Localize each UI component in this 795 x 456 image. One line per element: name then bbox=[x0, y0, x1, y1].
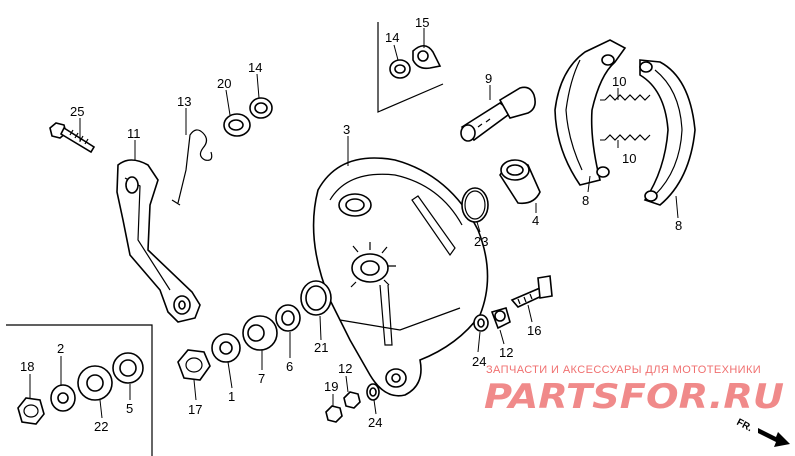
nut-12-lower bbox=[343, 391, 361, 409]
nut-17 bbox=[177, 349, 211, 381]
washer-20 bbox=[223, 113, 251, 137]
seal-14 bbox=[249, 97, 273, 119]
collar-5 bbox=[112, 352, 144, 384]
washer-24-right bbox=[473, 314, 489, 332]
cap-nut-18 bbox=[17, 397, 45, 425]
indicator-15 bbox=[412, 44, 442, 70]
label-4: 4 bbox=[532, 213, 539, 228]
seal-22 bbox=[77, 365, 113, 401]
washer-24-lower bbox=[366, 383, 380, 401]
label-10b: 10 bbox=[622, 151, 636, 166]
arrow-icon bbox=[758, 428, 790, 447]
washer-2 bbox=[50, 384, 76, 412]
shoe-spring-10-bottom bbox=[600, 134, 651, 141]
label-9: 9 bbox=[485, 71, 492, 86]
kit-box-bracket bbox=[377, 22, 444, 113]
o-ring-23 bbox=[461, 187, 489, 223]
dust-seal-21 bbox=[300, 280, 332, 316]
label-24b: 24 bbox=[368, 415, 382, 430]
label-18: 18 bbox=[20, 359, 34, 374]
bolt-19 bbox=[325, 405, 343, 423]
label-13: 13 bbox=[177, 94, 191, 109]
brake-shoe-8-right bbox=[639, 59, 696, 206]
label-24a: 24 bbox=[472, 354, 486, 369]
bolt-25 bbox=[49, 122, 96, 154]
label-8a: 8 bbox=[582, 193, 589, 208]
label-3: 3 bbox=[343, 122, 350, 137]
part-number-labels: 25 11 13 20 14 14 15 3 9 10 10 8 8 4 23 … bbox=[20, 15, 682, 434]
watermark: ЗАПЧАСТИ И АКСЕССУАРЫ ДЛЯ МОТОТЕХНИКИ PA… bbox=[484, 364, 784, 417]
front-direction-arrow: FR. bbox=[735, 417, 790, 447]
label-16: 16 bbox=[527, 323, 541, 338]
seal-14-kit bbox=[389, 59, 411, 79]
label-8b: 8 bbox=[675, 218, 682, 233]
nut-12-right bbox=[490, 307, 511, 330]
collar-7 bbox=[242, 315, 278, 351]
label-1: 1 bbox=[228, 389, 235, 404]
label-12a: 12 bbox=[499, 345, 513, 360]
label-21: 21 bbox=[314, 340, 328, 355]
shoe-spring-10-top bbox=[600, 94, 651, 101]
label-19: 19 bbox=[324, 379, 338, 394]
brake-cam-9 bbox=[460, 86, 536, 142]
label-10a: 10 bbox=[612, 74, 626, 89]
label-15: 15 bbox=[415, 15, 429, 30]
washer-1 bbox=[211, 333, 241, 363]
direction-label: FR. bbox=[735, 417, 755, 434]
brake-shoe-8-left bbox=[554, 39, 627, 186]
label-14a: 14 bbox=[248, 60, 262, 75]
leader-lines bbox=[29, 28, 679, 419]
kit-box-outline bbox=[6, 324, 153, 456]
label-22: 22 bbox=[94, 419, 108, 434]
collar-4 bbox=[499, 159, 541, 205]
return-spring-13 bbox=[171, 129, 213, 206]
watermark-logo: PARTSFOR.RU bbox=[484, 377, 784, 417]
label-14b: 14 bbox=[385, 30, 399, 45]
brake-arm-11 bbox=[116, 159, 201, 323]
label-12b: 12 bbox=[338, 361, 352, 376]
label-6: 6 bbox=[286, 359, 293, 374]
label-7: 7 bbox=[258, 371, 265, 386]
label-2: 2 bbox=[57, 341, 64, 356]
label-25: 25 bbox=[70, 104, 84, 119]
brake-panel-3 bbox=[312, 157, 489, 397]
label-17: 17 bbox=[188, 402, 202, 417]
label-23: 23 bbox=[474, 234, 488, 249]
label-20: 20 bbox=[217, 76, 231, 91]
label-5: 5 bbox=[126, 401, 133, 416]
label-11: 11 bbox=[127, 126, 141, 141]
watermark-tagline: ЗАПЧАСТИ И АКСЕССУАРЫ ДЛЯ МОТОТЕХНИКИ bbox=[486, 364, 761, 376]
anchor-bolt-16 bbox=[510, 275, 553, 308]
washer-6 bbox=[275, 304, 301, 332]
